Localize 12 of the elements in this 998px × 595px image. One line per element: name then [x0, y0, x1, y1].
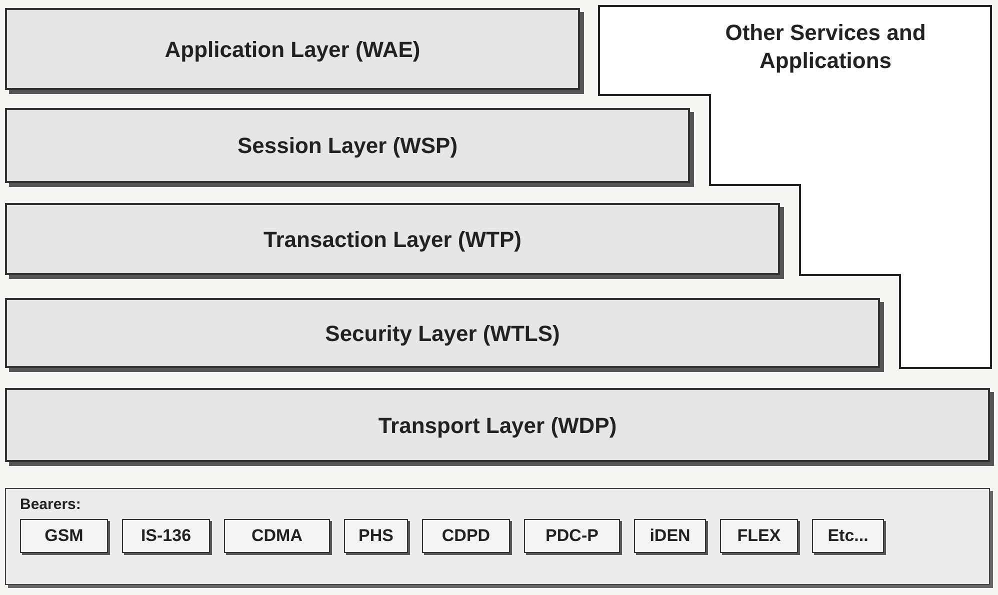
bearer-box: IS-136 [122, 519, 210, 553]
panel-title: Other Services and Applications [724, 19, 927, 75]
bearer-box: iDEN [634, 519, 706, 553]
bearer-box: CDPD [422, 519, 510, 553]
bearer-box: Etc... [812, 519, 884, 553]
bearers-panel [5, 488, 990, 585]
panel-title: Bearers: [20, 495, 81, 515]
bearer-box: FLEX [720, 519, 798, 553]
bearer-box: PDC-P [524, 519, 620, 553]
bearer-box: PHS [344, 519, 408, 553]
bearer-box: GSM [20, 519, 108, 553]
bearer-box: CDMA [224, 519, 330, 553]
